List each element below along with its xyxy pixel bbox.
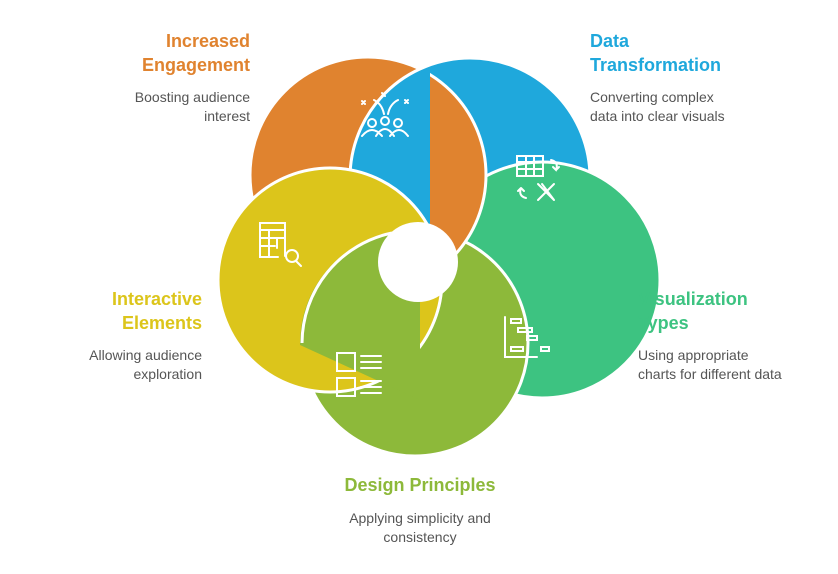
visualization-title: Visualization Types bbox=[638, 287, 748, 335]
transformation-title: Data Transformation bbox=[590, 29, 721, 77]
visualization-desc-line2: charts for different data bbox=[638, 366, 782, 382]
interactive-title-line2: Elements bbox=[121, 313, 202, 333]
engagement-desc-line1: Boosting audience bbox=[134, 89, 250, 105]
design-title: Design Principles bbox=[300, 473, 540, 497]
design-title-line1: Design Principles bbox=[344, 475, 496, 495]
visualization-desc-line1: Using appropriate bbox=[638, 347, 749, 363]
design-desc: Applying simplicity and consistency bbox=[300, 509, 540, 547]
interactive-title-line1: Interactive bbox=[111, 289, 202, 309]
interactive-title: Interactive Elements bbox=[112, 287, 202, 335]
interactive-desc-line1: Allowing audience bbox=[89, 347, 202, 363]
interactive-desc-line2: exploration bbox=[133, 366, 203, 382]
transformation-title-line2: Transformation bbox=[590, 55, 722, 75]
audience-celebration-icon bbox=[361, 92, 409, 137]
visualization-title-line1: Visualization bbox=[638, 289, 748, 309]
visualization-desc: Using appropriate charts for different d… bbox=[638, 346, 782, 384]
engagement-segment-overlap bbox=[430, 72, 488, 260]
center-hole bbox=[378, 222, 458, 302]
visualization-title-line2: Types bbox=[638, 313, 689, 333]
engagement-title-line1: Increased bbox=[165, 31, 250, 51]
transformation-desc-line2: data into clear visuals bbox=[590, 108, 725, 124]
gantt-chart-icon bbox=[504, 316, 550, 358]
interactive-desc: Allowing audience exploration bbox=[89, 346, 202, 384]
table-search-icon bbox=[259, 222, 302, 267]
spreadsheet-convert-icon bbox=[516, 155, 560, 201]
design-edge bbox=[300, 231, 393, 344]
engagement-desc-line2: interest bbox=[204, 108, 250, 124]
transformation-desc-line1: Converting complex bbox=[590, 89, 714, 105]
transformation-desc: Converting complex data into clear visua… bbox=[590, 88, 725, 126]
design-desc-line1: Applying simplicity and bbox=[349, 510, 491, 526]
engagement-desc: Boosting audience interest bbox=[135, 88, 250, 126]
transformation-title-line1: Data bbox=[590, 31, 630, 51]
engagement-title-line2: Engagement bbox=[141, 55, 250, 75]
engagement-title: Increased Engagement bbox=[142, 29, 250, 77]
checklist-icon bbox=[336, 352, 382, 397]
design-desc-line2: consistency bbox=[383, 529, 457, 545]
